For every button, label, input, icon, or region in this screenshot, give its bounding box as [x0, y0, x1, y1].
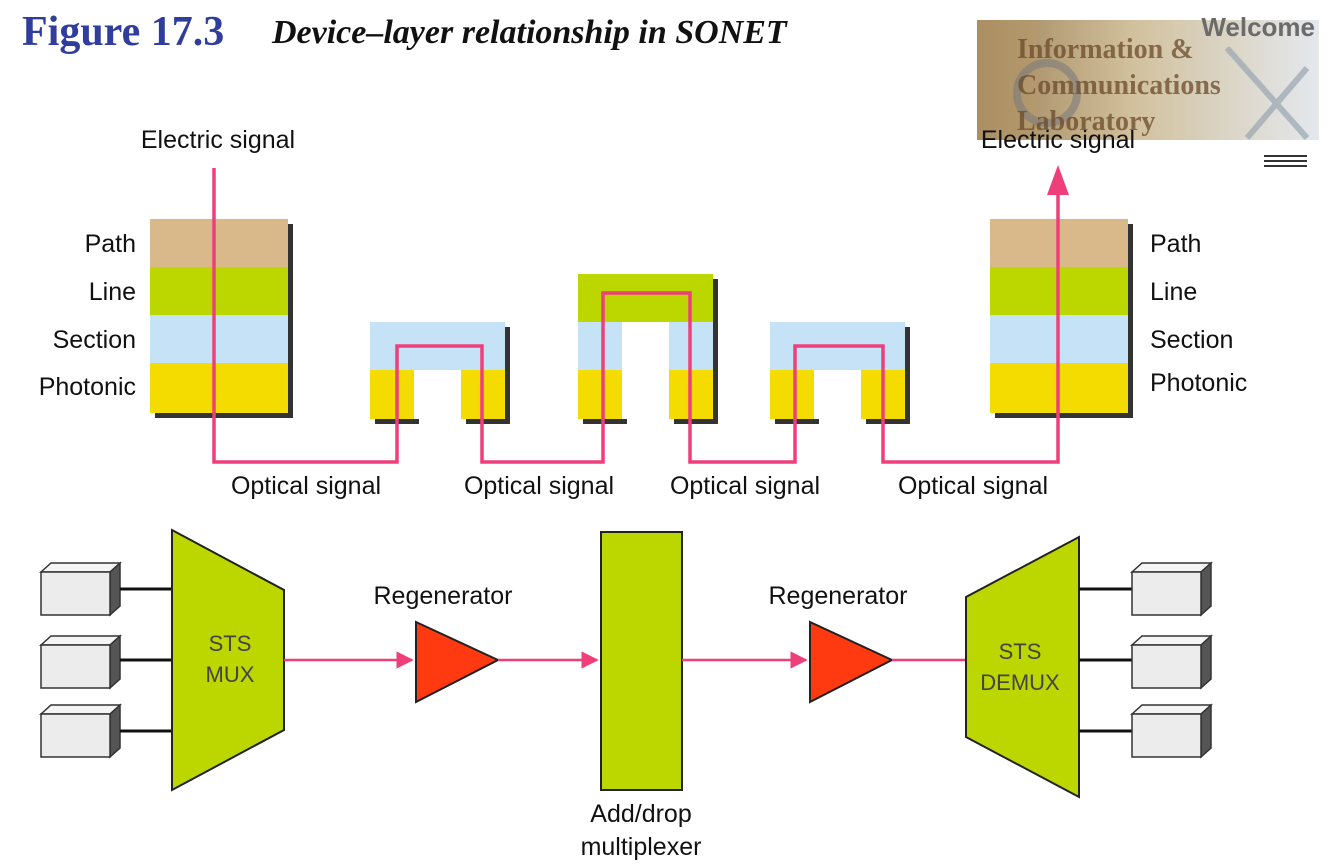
- signal-path: [212, 168, 1060, 464]
- figure-number: Figure 17.3: [22, 9, 225, 55]
- regenerator-stack-1: [370, 322, 510, 424]
- regenerator-1-label: Regenerator: [374, 582, 513, 610]
- right-label-photonic: Photonic: [1150, 369, 1247, 397]
- optical-signal-label-3: Optical signal: [670, 472, 820, 500]
- sts-demux-label-2: DEMUX: [980, 670, 1060, 695]
- logo-line-2: Communications: [1017, 70, 1221, 101]
- left-tributary-inputs: [39, 561, 172, 759]
- lab-logo: Welcome Information & Communications Lab…: [977, 8, 1319, 168]
- left-label-photonic: Photonic: [39, 373, 136, 401]
- right-terminal-stack: [990, 219, 1133, 418]
- tributary-box-left-2: [39, 634, 172, 690]
- right-label-path: Path: [1150, 230, 1201, 258]
- tributary-box-right-1: [1079, 561, 1213, 617]
- left-section-layer: [150, 315, 288, 363]
- add-drop-stack: [578, 274, 718, 424]
- tributary-box-right-3: [1079, 703, 1213, 759]
- layer-stacks: [150, 219, 1133, 424]
- tributary-box-left-1: [39, 561, 172, 617]
- optical-signal-label-4: Optical signal: [898, 472, 1048, 500]
- left-photonic-layer: [150, 363, 288, 413]
- sts-mux: [171, 528, 285, 792]
- logo-line-1: Information &: [1017, 34, 1194, 65]
- logo-line-3: Laboratory: [1017, 106, 1156, 137]
- add-drop-label-1: Add/drop: [590, 800, 691, 828]
- regenerator-stack-2: [770, 322, 910, 424]
- regenerator-2-label: Regenerator: [769, 582, 908, 610]
- left-path-layer: [150, 219, 288, 267]
- electric-signal-right-label: Electric signal: [981, 126, 1135, 154]
- left-label-line: Line: [89, 278, 136, 306]
- optical-signal-label-2: Optical signal: [464, 472, 614, 500]
- sts-mux-label-2: MUX: [206, 662, 255, 687]
- electric-signal-left-label: Electric signal: [141, 126, 295, 154]
- optical-signal-label-1: Optical signal: [231, 472, 381, 500]
- tributary-box-right-2: [1079, 634, 1213, 690]
- regenerator-2: [809, 620, 895, 704]
- left-label-section: Section: [53, 326, 136, 354]
- figure-caption: Device–layer relationship in SONET: [272, 14, 787, 51]
- right-label-section: Section: [1150, 326, 1233, 354]
- sts-demux: [965, 535, 1080, 799]
- logo-welcome: Welcome: [1201, 12, 1315, 42]
- add-drop-label-2: multiplexer: [581, 833, 702, 861]
- tributary-box-left-3: [39, 703, 172, 759]
- add-drop-multiplexer: [600, 531, 683, 791]
- left-label-path: Path: [85, 230, 136, 258]
- right-label-line: Line: [1150, 278, 1197, 306]
- logo-background: [977, 20, 1319, 167]
- sts-mux-label-1: STS: [209, 631, 252, 656]
- right-tributary-outputs: [1079, 561, 1213, 759]
- left-terminal-stack: [150, 219, 293, 418]
- electric-output-arrowhead: [1047, 165, 1069, 195]
- left-line-layer: [150, 267, 288, 315]
- sts-demux-label-1: STS: [999, 639, 1042, 664]
- regenerator-1: [415, 620, 501, 704]
